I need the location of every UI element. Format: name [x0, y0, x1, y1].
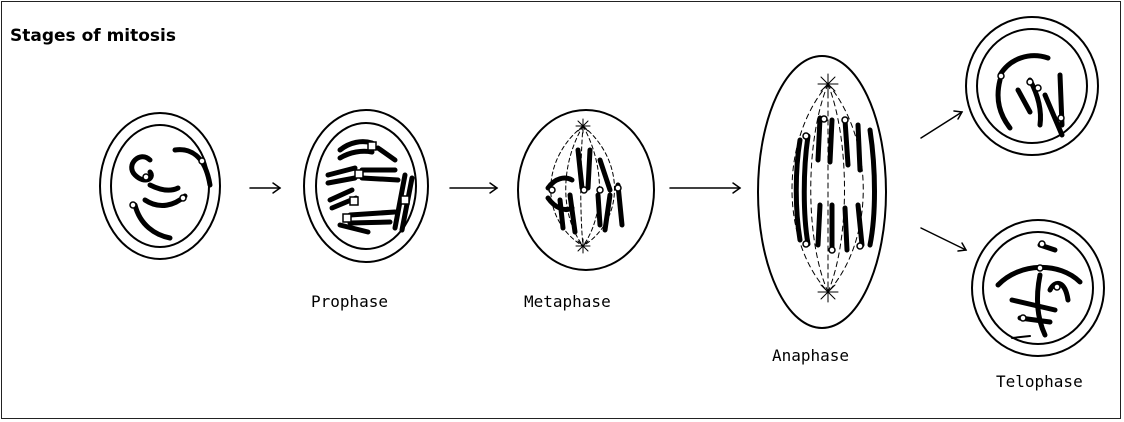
- anaphase-cell: [758, 56, 886, 328]
- telophase-top-chromosomes: [998, 56, 1062, 135]
- telophase-bottom-chromosomes: [998, 245, 1080, 335]
- anaphase-label: Anaphase: [772, 346, 849, 365]
- arrow-to-telophase-bottom: [921, 228, 966, 251]
- interphase-cell: [100, 113, 220, 259]
- prophase-chromosomes: [328, 142, 412, 232]
- prophase-label: Prophase: [311, 292, 388, 311]
- telophase-bottom-cell: [972, 220, 1104, 356]
- telophase-top-cell: [966, 17, 1098, 155]
- arrow-to-prophase: [250, 183, 280, 193]
- arrow-to-metaphase: [450, 183, 497, 193]
- telophase-label: Telophase: [996, 372, 1083, 391]
- arrow-to-telophase-top: [921, 111, 962, 138]
- prophase-cell: [304, 110, 428, 262]
- arrow-to-anaphase: [670, 183, 740, 193]
- metaphase-label: Metaphase: [524, 292, 611, 311]
- metaphase-cell: [518, 110, 654, 270]
